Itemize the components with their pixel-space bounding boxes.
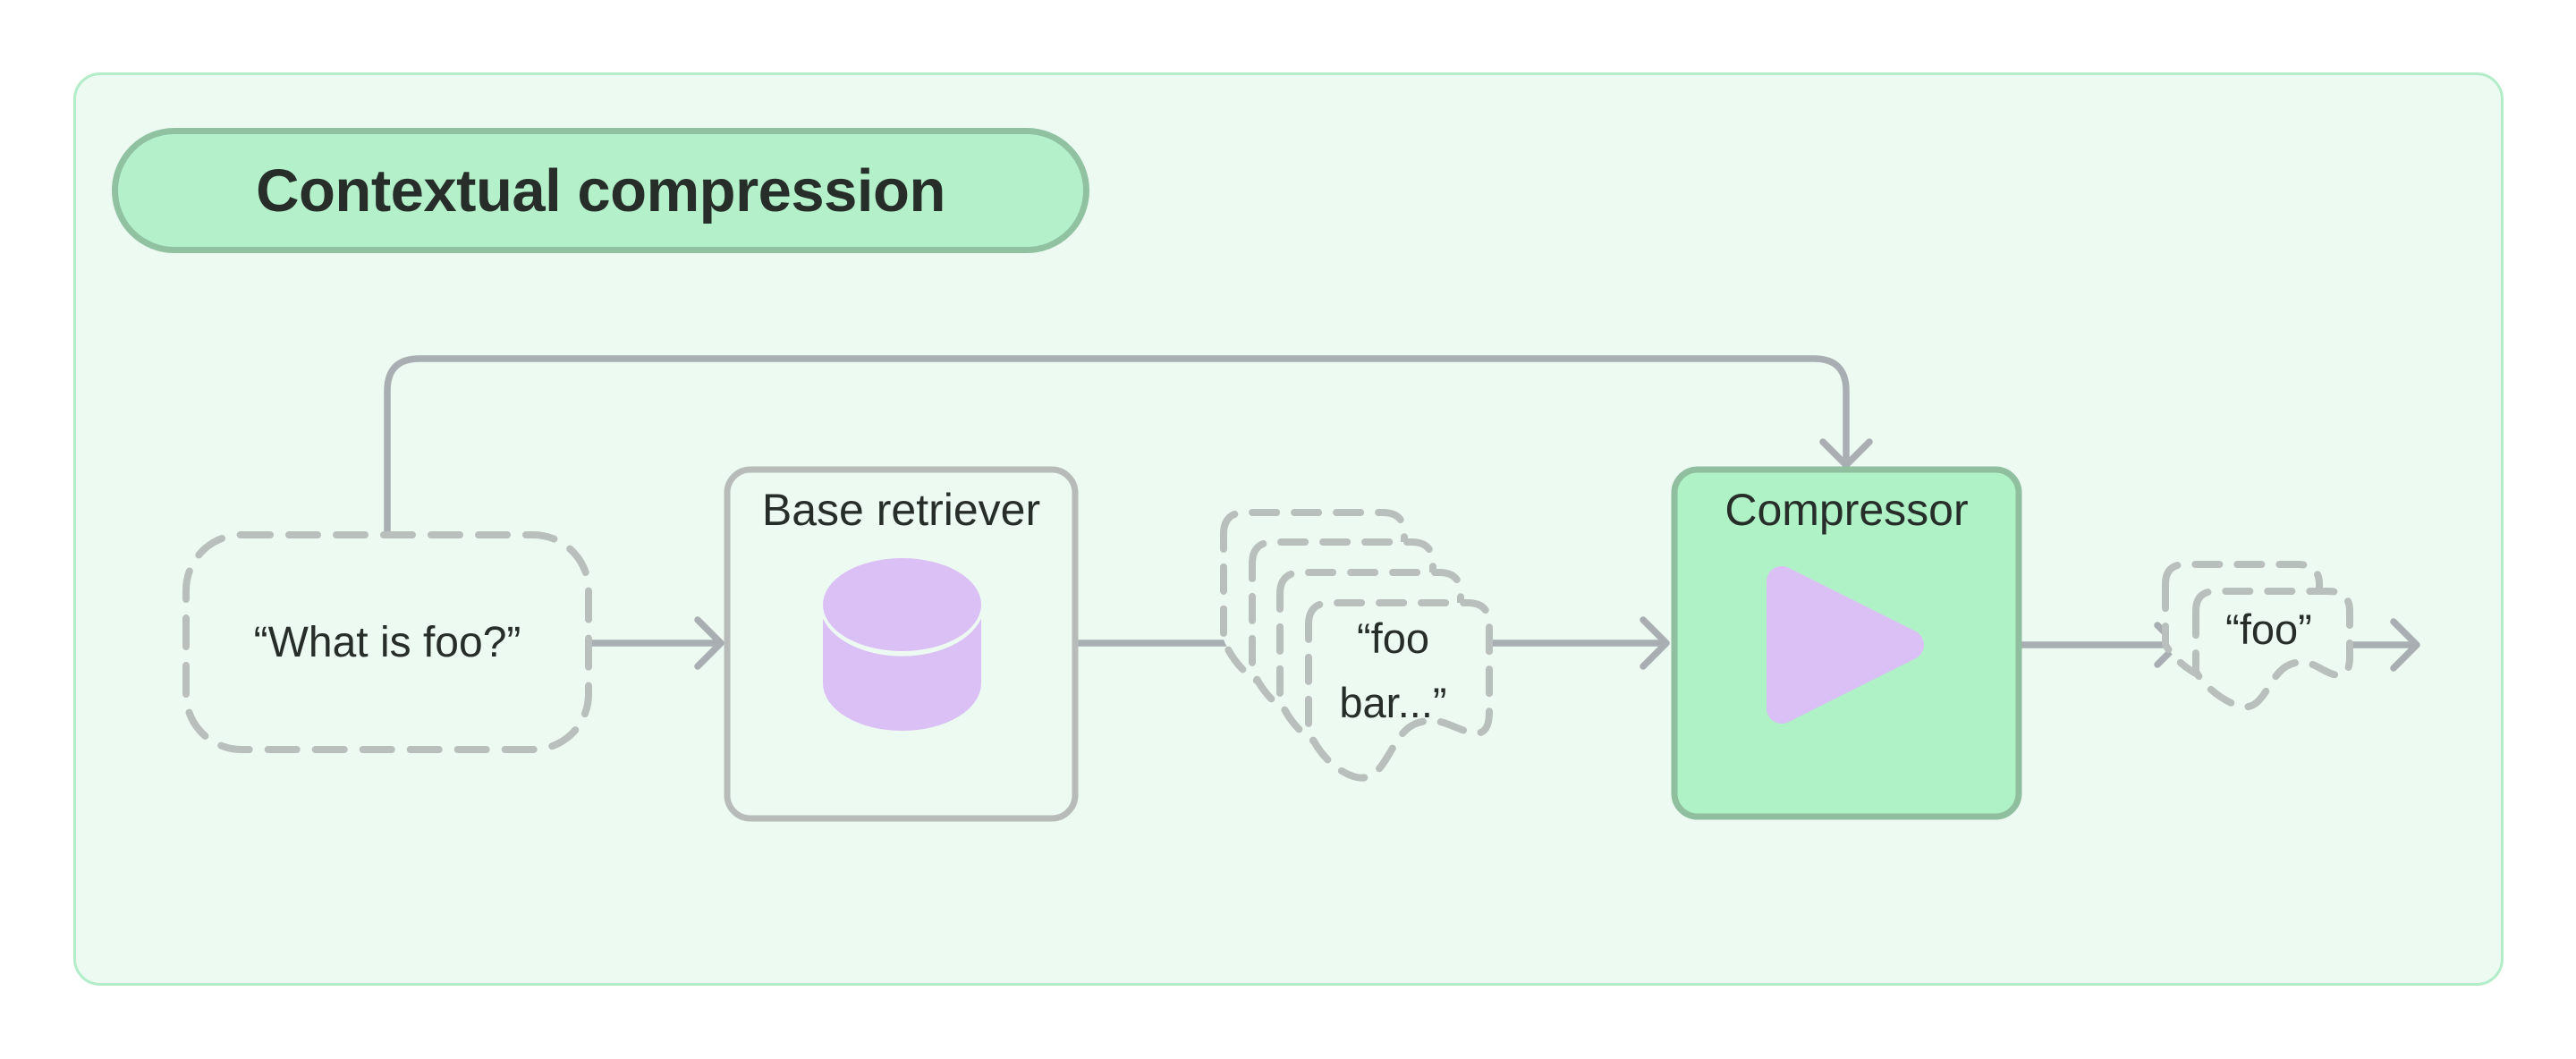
compressor-label: Compressor — [1724, 485, 1969, 535]
base-retriever-label: Base retriever — [761, 485, 1041, 535]
docs-label-line2: bar...” — [1339, 679, 1447, 726]
title-pill: Contextual compression — [112, 128, 1089, 253]
docs-label-line1: “foo — [1357, 614, 1429, 662]
diagram-title: Contextual compression — [256, 157, 945, 225]
query-label: “What is foo?” — [253, 618, 521, 666]
output-label: “foo” — [2225, 606, 2312, 653]
docs-label: “foo bar...” — [1301, 606, 1485, 735]
